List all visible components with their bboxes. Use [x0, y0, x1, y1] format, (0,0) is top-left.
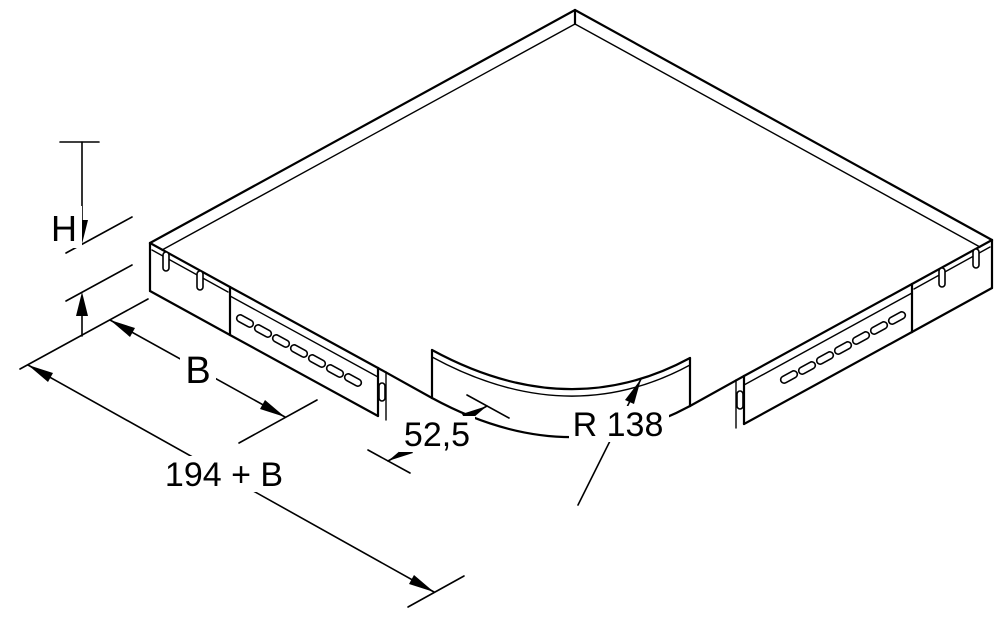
- joint-slot: [378, 382, 386, 402]
- end-slot: [938, 267, 946, 288]
- dim-label-width: B: [180, 348, 216, 392]
- left-end-face: [148, 241, 232, 337]
- dim-label-radius: R 138: [569, 406, 669, 444]
- dim-label-height: H: [46, 206, 82, 249]
- rail-slot: [289, 344, 309, 358]
- rail-slot: [887, 311, 907, 325]
- arrowhead: [28, 365, 53, 382]
- joint-slot: [736, 390, 744, 410]
- dim-label-radius-text: R 138: [573, 406, 664, 444]
- dim-label-height-text: H: [51, 208, 77, 249]
- rail-slot: [307, 354, 327, 368]
- dimension-overall-length: 194 + B: [27, 364, 465, 608]
- dimension-straight-segment: 52,5: [367, 394, 510, 474]
- rail-slot: [851, 331, 871, 345]
- dim-label-straight: 52,5: [399, 416, 475, 454]
- right-end-face: [910, 238, 994, 334]
- dim-label-straight-text: 52,5: [404, 416, 470, 454]
- left-side-rail: [228, 285, 434, 421]
- dim-label-overall: 194 + B: [158, 456, 290, 494]
- dimension-radius: R 138: [569, 378, 669, 506]
- end-slot: [162, 251, 170, 272]
- tray-outline: [148, 8, 994, 251]
- end-slot: [196, 270, 204, 291]
- arrowhead: [110, 320, 135, 337]
- rail-slot: [325, 364, 345, 378]
- rail-slot: [815, 351, 835, 365]
- dim-label-width-text: B: [185, 350, 210, 392]
- rail-slot: [253, 324, 273, 338]
- rail-slot: [779, 370, 799, 384]
- arrowhead: [260, 400, 285, 417]
- dimension-h: H: [46, 141, 133, 337]
- rail-slot: [797, 361, 817, 375]
- rail-slot: [869, 321, 889, 335]
- dim-label-overall-text: 194 + B: [165, 456, 283, 494]
- rail-slot: [833, 341, 853, 355]
- dimension-b: B: [19, 298, 318, 444]
- arrowhead: [76, 292, 88, 316]
- arrowhead: [409, 575, 434, 592]
- rail-slot: [343, 373, 363, 387]
- rail-slot: [271, 334, 291, 348]
- rail-slot: [235, 314, 255, 328]
- right-side-rail: [688, 282, 914, 429]
- arrowhead: [625, 379, 641, 404]
- end-slot: [972, 248, 980, 269]
